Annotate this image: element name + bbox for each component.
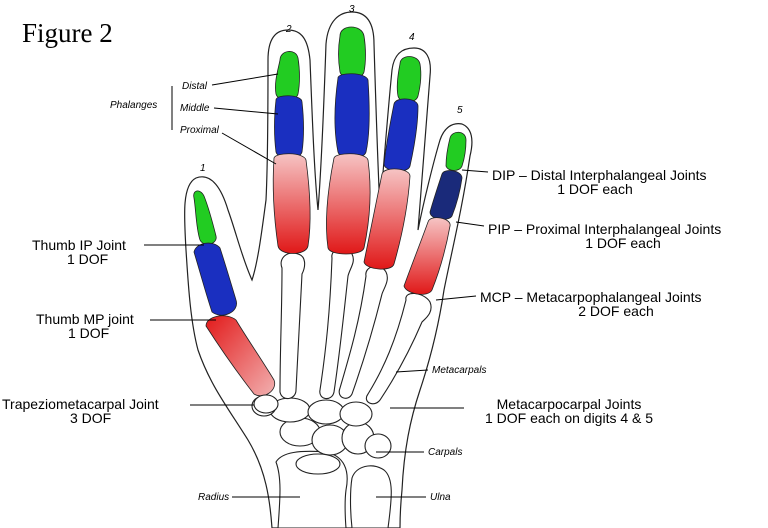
digit-number-1: 1 bbox=[200, 163, 206, 174]
metacarpal-bones bbox=[280, 249, 431, 404]
thumb-proximal-phalanx bbox=[194, 243, 237, 315]
metacarpals-annotation: Metacarpals bbox=[396, 365, 486, 376]
metacarpocarpal-label-line2: 1 DOF each on digits 4 & 5 bbox=[485, 410, 653, 426]
dip-leader-line bbox=[462, 170, 488, 172]
digit-2 bbox=[273, 51, 310, 253]
digit-number-5: 5 bbox=[457, 105, 463, 116]
radius-label: Radius bbox=[198, 492, 229, 503]
digit-number-4: 4 bbox=[409, 32, 415, 43]
digit-3-middle bbox=[335, 74, 369, 158]
digit-5-proximal bbox=[404, 218, 450, 295]
dip-label-line2: 1 DOF each bbox=[557, 181, 632, 197]
digit-3 bbox=[326, 27, 370, 254]
digit-4-proximal bbox=[364, 169, 410, 269]
digit-5-middle bbox=[430, 171, 462, 220]
pip-annotation: PIP – Proximal Interphalangeal Joints 1 … bbox=[456, 221, 721, 251]
metacarpals-leader-line bbox=[396, 370, 428, 372]
trapeziometacarpal-annotation: Trapeziometacarpal Joint 3 DOF bbox=[2, 396, 254, 426]
pip-leader-line bbox=[456, 222, 484, 226]
digit-2-middle bbox=[275, 96, 304, 158]
digit-3-proximal bbox=[326, 154, 370, 254]
carpals-label: Carpals bbox=[428, 447, 462, 458]
thumb-ip-label-line2: 1 DOF bbox=[67, 251, 108, 267]
digit-3-distal bbox=[339, 27, 366, 78]
mcp-leader-line bbox=[436, 296, 476, 300]
proximal-label: Proximal bbox=[180, 125, 220, 136]
trapeziometacarpal-label-line2: 3 DOF bbox=[70, 410, 111, 426]
thumb-distal-phalanx bbox=[194, 191, 217, 244]
mcp-label-line2: 2 DOF each bbox=[578, 303, 653, 319]
figure-title: Figure 2 bbox=[22, 18, 113, 48]
middle-label: Middle bbox=[180, 103, 210, 114]
ulna-label: Ulna bbox=[430, 492, 451, 503]
dip-annotation: DIP – Distal Interphalangeal Joints 1 DO… bbox=[462, 167, 707, 197]
phalanges-group-label: Phalanges bbox=[110, 100, 157, 111]
distal-label: Distal bbox=[182, 81, 208, 92]
digit-2-proximal bbox=[273, 154, 310, 254]
thumb-ip-annotation: Thumb IP Joint 1 DOF bbox=[32, 237, 204, 267]
mcp-annotation: MCP – Metacarpophalangeal Joints 2 DOF e… bbox=[436, 289, 702, 319]
pip-label-line2: 1 DOF each bbox=[585, 235, 660, 251]
digit-number-3: 3 bbox=[349, 4, 355, 15]
phalanges-labels: Phalanges Distal Middle Proximal bbox=[110, 74, 278, 164]
thumb-metacarpal bbox=[206, 316, 275, 396]
digit-4-middle bbox=[384, 99, 418, 171]
digit-number-2: 2 bbox=[285, 24, 292, 35]
metacarpocarpal-annotation: Metacarpocarpal Joints 1 DOF each on dig… bbox=[390, 396, 653, 426]
metacarpals-label: Metacarpals bbox=[432, 365, 486, 376]
digit-4 bbox=[364, 57, 421, 270]
digit-5-distal bbox=[446, 132, 466, 170]
digit-2-distal bbox=[275, 51, 299, 100]
digit-1 bbox=[194, 191, 278, 413]
thumb-mp-label-line2: 1 DOF bbox=[68, 325, 109, 341]
thumb-mp-annotation: Thumb MP joint 1 DOF bbox=[36, 311, 216, 341]
digit-4-distal bbox=[397, 57, 421, 103]
